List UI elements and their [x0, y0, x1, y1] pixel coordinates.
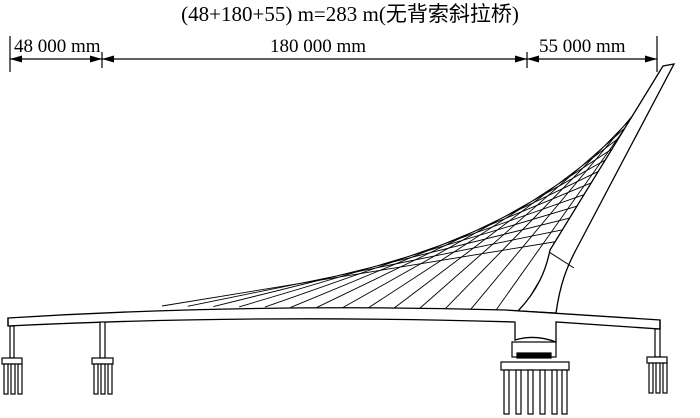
span-label-main: 180 000 mm: [270, 36, 367, 57]
dimension-arrows: [10, 55, 657, 63]
stay-cable: [367, 141, 624, 309]
stay-cable: [161, 239, 567, 307]
deck-girder: [7, 307, 661, 343]
pylon: [516, 63, 676, 314]
span-label-side-left: 48 000 mm: [14, 36, 101, 57]
pier-left-abutment: [1, 325, 23, 395]
stay-cable: [187, 227, 574, 307]
stay-cable: [316, 165, 610, 309]
dimension-line: [9, 36, 658, 72]
stay-cable: [341, 153, 617, 309]
pier-left: [91, 321, 114, 395]
diagram-title: (48+180+55) m=283 m(无背索斜拉桥): [181, 2, 519, 26]
stay-cable: [290, 178, 602, 308]
pier-right-abutment: [646, 328, 668, 394]
span-label-side-right: 55 000 mm: [539, 36, 626, 57]
stay-cable: [264, 190, 595, 308]
stay-cable: [470, 92, 653, 310]
pier-main: [500, 341, 570, 415]
stay-cable: [444, 104, 645, 310]
